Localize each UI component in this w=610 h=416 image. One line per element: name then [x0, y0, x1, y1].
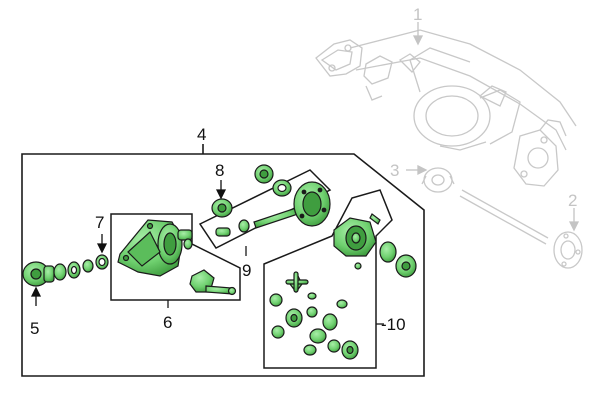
callout-7: 7 — [95, 213, 104, 232]
callout-10: -10 — [381, 315, 406, 334]
callout-8: 8 — [215, 161, 224, 180]
carrier-box — [110, 213, 241, 301]
pinion-parts — [211, 164, 331, 237]
differential-box — [263, 189, 393, 369]
callout-2: 2 — [568, 191, 577, 210]
parts-left — [22, 254, 109, 287]
carrier-housing — [117, 219, 193, 277]
callout-3: 3 — [390, 161, 399, 180]
callout-5: 5 — [30, 319, 39, 338]
callout-1: 1 — [413, 5, 422, 24]
callout-leaders — [30, 180, 227, 306]
callout-4: 4 — [197, 125, 206, 144]
differential-parts — [269, 213, 417, 360]
ghost-leaders — [406, 22, 580, 232]
callout-9: 9 — [242, 261, 251, 280]
callout-6: 6 — [163, 313, 172, 332]
assembly-outline — [21, 144, 425, 377]
axle-housing-ghost — [315, 29, 583, 269]
bearing-caps — [189, 269, 237, 296]
